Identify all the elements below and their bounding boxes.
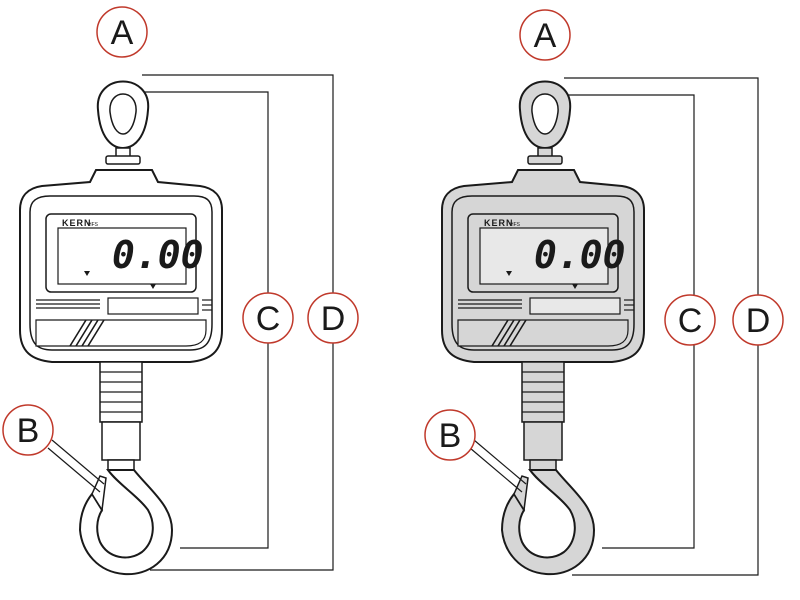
shackle xyxy=(518,80,572,165)
weight-reading: 0.00 xyxy=(112,233,204,277)
indicator-arrow xyxy=(150,284,156,289)
callout-b-left: B xyxy=(2,404,54,456)
svg-text:B: B xyxy=(439,417,462,455)
brand-logo: KERN xyxy=(62,218,92,228)
display-panel: KERN HFS 0.00 xyxy=(467,213,626,293)
callout-a-right: A xyxy=(519,9,571,61)
display-panel: KERN HFS 0.00 xyxy=(45,213,204,293)
hook xyxy=(500,469,596,576)
shackle xyxy=(96,80,150,165)
scale-right: KERN HFS 0.00 xyxy=(441,77,759,576)
keypad-strip xyxy=(457,297,634,347)
svg-text:C: C xyxy=(678,302,703,340)
leader-line-b xyxy=(469,447,523,493)
hook xyxy=(78,469,174,576)
scale-left: KERN HFS 0.00 xyxy=(19,74,334,576)
svg-text:A: A xyxy=(111,14,134,52)
svg-text:B: B xyxy=(17,412,40,450)
svg-text:D: D xyxy=(746,302,771,340)
indicator-arrow xyxy=(84,271,90,276)
indicator-arrow xyxy=(572,284,578,289)
leader-line-b xyxy=(51,439,105,485)
leader-line-b xyxy=(47,447,101,493)
callout-c-right: C xyxy=(664,294,716,346)
leader-line-b xyxy=(473,439,527,485)
brand-logo: KERN xyxy=(484,218,514,228)
threaded-neck xyxy=(99,361,143,471)
callout-c-left: C xyxy=(242,292,294,344)
callout-d-right: D xyxy=(732,294,784,346)
model-label: HFS xyxy=(510,222,521,228)
callout-b-right: B xyxy=(424,409,476,461)
svg-text:A: A xyxy=(534,17,557,55)
svg-text:C: C xyxy=(256,300,281,338)
indicator-arrow xyxy=(506,271,512,276)
threaded-neck xyxy=(521,361,565,471)
callout-a-left: A xyxy=(96,6,148,58)
keypad-strip xyxy=(35,297,212,347)
model-label: HFS xyxy=(88,222,99,228)
weight-reading: 0.00 xyxy=(534,233,626,277)
callout-d-left: D xyxy=(307,292,359,344)
svg-text:D: D xyxy=(321,300,346,338)
